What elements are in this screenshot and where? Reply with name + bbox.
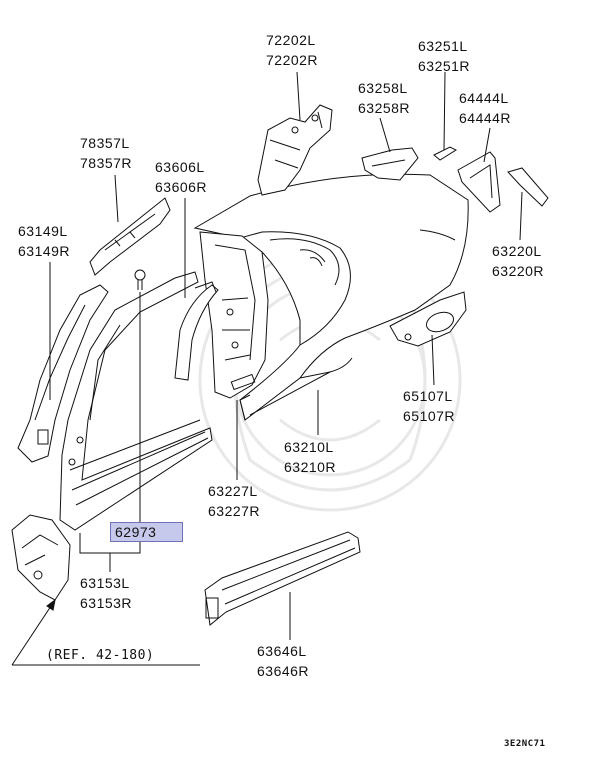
leader-lines <box>11 71 523 666</box>
clip-62973-part <box>134 269 146 290</box>
reference-note: (REF. 42-180) <box>46 648 155 663</box>
bracket-ref-part <box>11 514 71 601</box>
gusset-64444-part <box>457 151 501 213</box>
pillar-63149-part <box>17 284 109 463</box>
quarter-panel-part <box>193 173 469 421</box>
part-78357 <box>89 197 171 276</box>
inner-pillar-part <box>199 231 269 399</box>
fuel-housing-65107-part <box>389 291 467 347</box>
bracket-63258-part <box>361 147 419 181</box>
upper-bracket-part <box>257 104 333 196</box>
bracket-63220-part <box>507 167 549 207</box>
rocker-63646-part <box>204 531 361 626</box>
wheelhouse-part <box>174 281 219 381</box>
highlighted-part-62973[interactable]: 62973 <box>110 522 183 542</box>
diagram-code: 3E2NC71 <box>504 739 546 749</box>
clip-63251-part <box>433 146 458 161</box>
